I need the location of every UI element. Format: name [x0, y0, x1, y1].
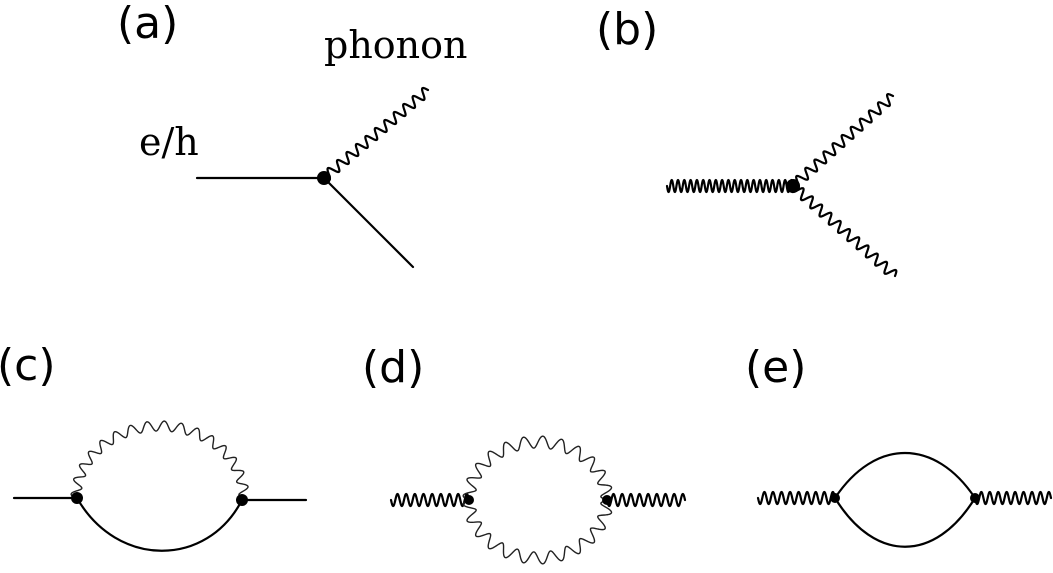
panel-label-b: (b) [596, 4, 658, 55]
outgoing-phonon-wave-upper [791, 93, 895, 189]
incoming-phonon-wave [665, 178, 795, 194]
vertex-dot [317, 171, 331, 185]
electron-loop-lower [833, 496, 977, 548]
phonon-loop-lower-wave [462, 499, 613, 565]
vertex-dot-right [970, 493, 980, 503]
panel-e-diagram [756, 452, 1053, 548]
vertex-dot-left [71, 492, 83, 504]
outgoing-phonon-wave [973, 490, 1053, 506]
panel-d-diagram [389, 435, 687, 565]
vertex-dot-right [236, 494, 248, 506]
electron-loop-upper [833, 452, 977, 500]
outgoing-phonon-wave-lower [790, 184, 898, 278]
vertex-dot-right [602, 495, 612, 505]
vertex-dot [786, 179, 800, 193]
phonon-loop-upper-wave [462, 435, 613, 501]
incoming-phonon-wave [756, 490, 837, 506]
panel-a-diagram: phonon e/h [139, 23, 468, 269]
panel-label-e: (e) [745, 342, 806, 393]
panel-c-diagram [12, 420, 308, 552]
phonon-loop-wave [70, 420, 249, 499]
phonon-wave [322, 86, 430, 182]
panel-label-a: (a) [117, 0, 178, 49]
outgoing-electron-line [322, 176, 415, 269]
phonon-label: phonon [324, 23, 468, 67]
panel-label-c: (c) [0, 340, 56, 391]
vertex-dot-left [830, 493, 840, 503]
panel-b-diagram [665, 93, 898, 278]
outgoing-phonon-wave [605, 492, 687, 508]
incoming-phonon-wave [389, 492, 471, 508]
panel-label-d: (d) [362, 342, 424, 393]
electron-propagator-arc [75, 496, 244, 552]
vertex-dot-left [464, 495, 474, 505]
electron-hole-label: e/h [139, 120, 199, 164]
